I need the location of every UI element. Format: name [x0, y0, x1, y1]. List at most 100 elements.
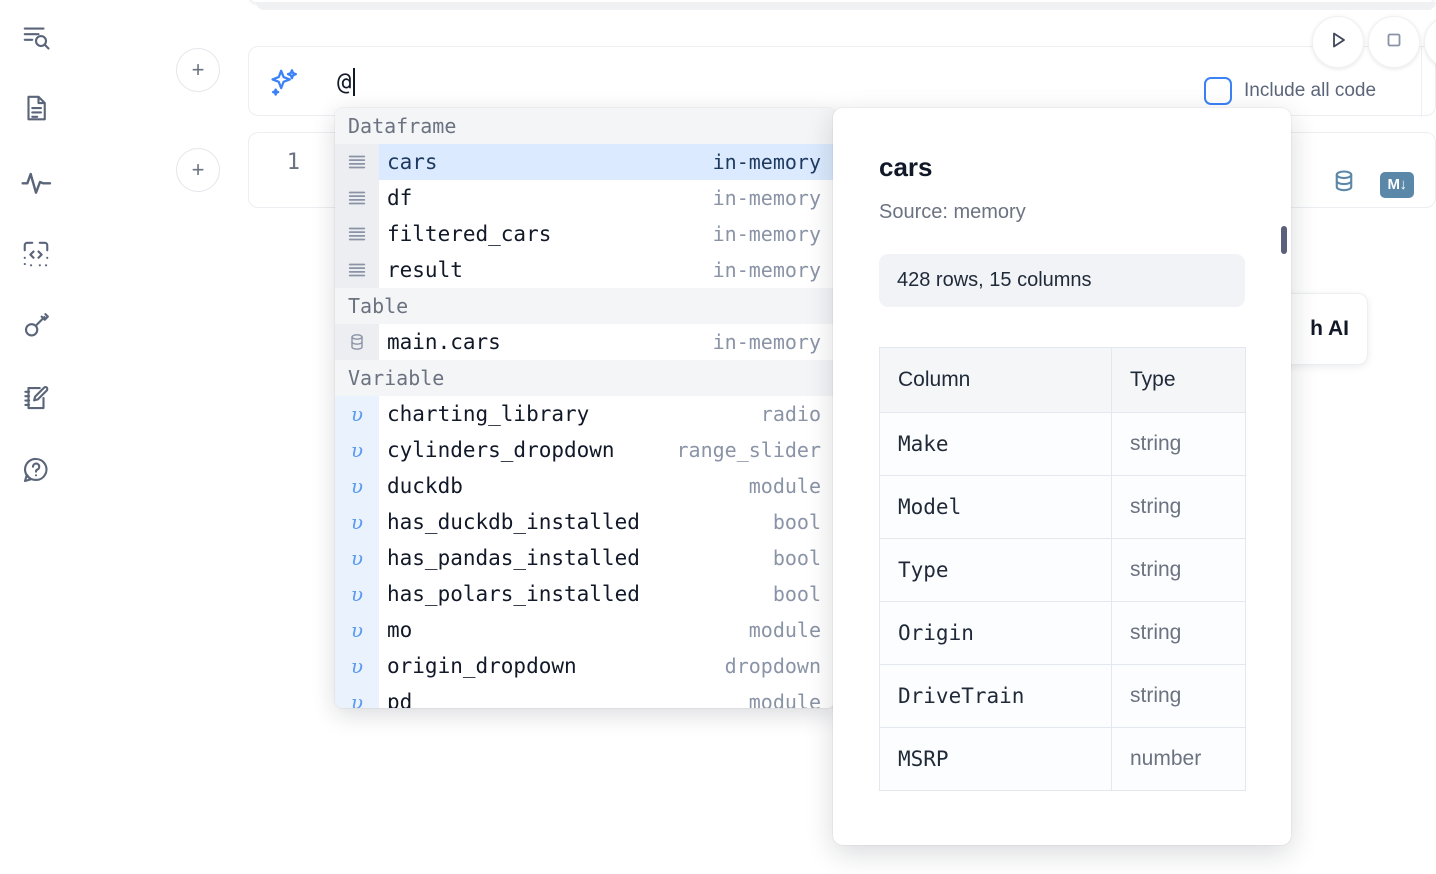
column-type-cell: string	[1111, 664, 1246, 728]
notebook-edit-icon	[21, 383, 51, 413]
dropdown-item-label: origin_dropdown	[387, 654, 577, 678]
key-icon	[21, 311, 51, 341]
activity-pulse-icon	[20, 166, 52, 198]
dropdown-section-header: Dataframe	[335, 108, 835, 144]
dropdown-item-body: charting_library radio	[379, 396, 835, 432]
sidebar-item-scratchpad[interactable]	[14, 376, 58, 420]
include-all-code-label: Include all code	[1244, 80, 1377, 101]
dropdown-item-label: charting_library	[387, 402, 590, 426]
detail-source: Source: memory	[879, 201, 1026, 223]
dropdown-item-label: has_polars_installed	[387, 582, 640, 606]
dropdown-item-type: dropdown	[724, 654, 821, 678]
column-name-cell: DriveTrain	[879, 664, 1112, 728]
dropdown-item-label: duckdb	[387, 474, 463, 498]
dropdown-item-type: bool	[772, 510, 821, 534]
dropdown-item-type: in-memory	[712, 150, 821, 174]
include-all-code-row[interactable]: Include all code	[1204, 74, 1434, 108]
detail-shape-chip: 428 rows, 15 columns	[879, 254, 1245, 307]
variable-icon: υ	[335, 684, 379, 708]
dropdown-item-body: origin_dropdown dropdown	[379, 648, 835, 684]
sidebar-item-snippets[interactable]	[14, 232, 58, 276]
stop-button[interactable]	[1368, 16, 1420, 68]
sidebar-item-help[interactable]	[14, 448, 58, 492]
ai-prompt-cell: @	[248, 46, 1436, 117]
cell-divider	[1421, 47, 1422, 117]
dropdown-item-body: pd module	[379, 684, 835, 708]
add-cell-button-bottom[interactable]: +	[176, 148, 220, 192]
column-name-cell: Origin	[879, 601, 1112, 665]
cell-above-shadow	[256, 2, 1436, 10]
variable-icon: υ	[335, 396, 379, 432]
code-line-number: 1	[286, 150, 300, 175]
left-icon-rail	[0, 0, 72, 874]
run-button[interactable]	[1312, 16, 1364, 68]
dropdown-item-type: in-memory	[712, 186, 821, 210]
dropdown-item-label: has_pandas_installed	[387, 546, 640, 570]
dataframe-rows-icon	[335, 180, 379, 216]
dropdown-item-body: cylinders_dropdown range_slider	[379, 432, 835, 468]
dropdown-item-cars[interactable]: cars in-memory	[335, 144, 835, 180]
explore-search-icon	[21, 21, 51, 51]
include-all-code-checkbox[interactable]	[1204, 77, 1232, 105]
text-caret	[352, 68, 355, 96]
dropdown-item-label: pd	[387, 690, 413, 708]
detail-scrollbar-thumb[interactable]	[1281, 226, 1287, 254]
sidebar-item-explore[interactable]	[14, 14, 58, 58]
table-header-cell: Type	[1111, 347, 1246, 413]
database-icon[interactable]	[1330, 168, 1358, 201]
dropdown-item-type: module	[748, 690, 821, 708]
column-name-cell: MSRP	[879, 727, 1112, 791]
dropdown-item-type: radio	[760, 402, 821, 426]
sidebar-item-secrets[interactable]	[14, 304, 58, 348]
dropdown-section-header: Variable	[335, 360, 835, 396]
dropdown-item-label: cars	[387, 150, 438, 174]
dataframe-rows-icon	[335, 252, 379, 288]
sidebar-item-activity[interactable]	[14, 160, 58, 204]
dropdown-item-label: filtered_cars	[387, 222, 552, 246]
variable-icon: υ	[335, 504, 379, 540]
database-table-icon	[335, 324, 379, 360]
column-name-cell: Model	[879, 475, 1112, 539]
dropdown-item-type: range_slider	[676, 438, 822, 462]
variable-icon: υ	[335, 612, 379, 648]
column-name-cell: Type	[879, 538, 1112, 602]
dropdown-item-label: cylinders_dropdown	[387, 438, 615, 462]
dropdown-item-label: mo	[387, 618, 413, 642]
dropdown-item-label: result	[387, 258, 463, 282]
add-cell-button-top[interactable]: +	[176, 48, 220, 92]
variable-icon: υ	[335, 576, 379, 612]
dropdown-item-type: bool	[772, 546, 821, 570]
sidebar-item-document[interactable]	[14, 86, 58, 130]
play-icon	[1326, 28, 1350, 57]
completion-detail-popover: cars Source: memory 428 rows, 15 columns…	[833, 108, 1291, 845]
table-header-cell: Column	[879, 347, 1112, 413]
ai-sparkle-icon	[267, 66, 301, 100]
cell-action-icons: M↓	[1330, 168, 1414, 201]
document-icon	[21, 93, 51, 123]
ai-prompt-input[interactable]: @	[337, 47, 1407, 117]
dropdown-item-charting-library[interactable]: υ charting_library radio	[335, 396, 835, 432]
markdown-badge[interactable]: M↓	[1380, 171, 1414, 198]
